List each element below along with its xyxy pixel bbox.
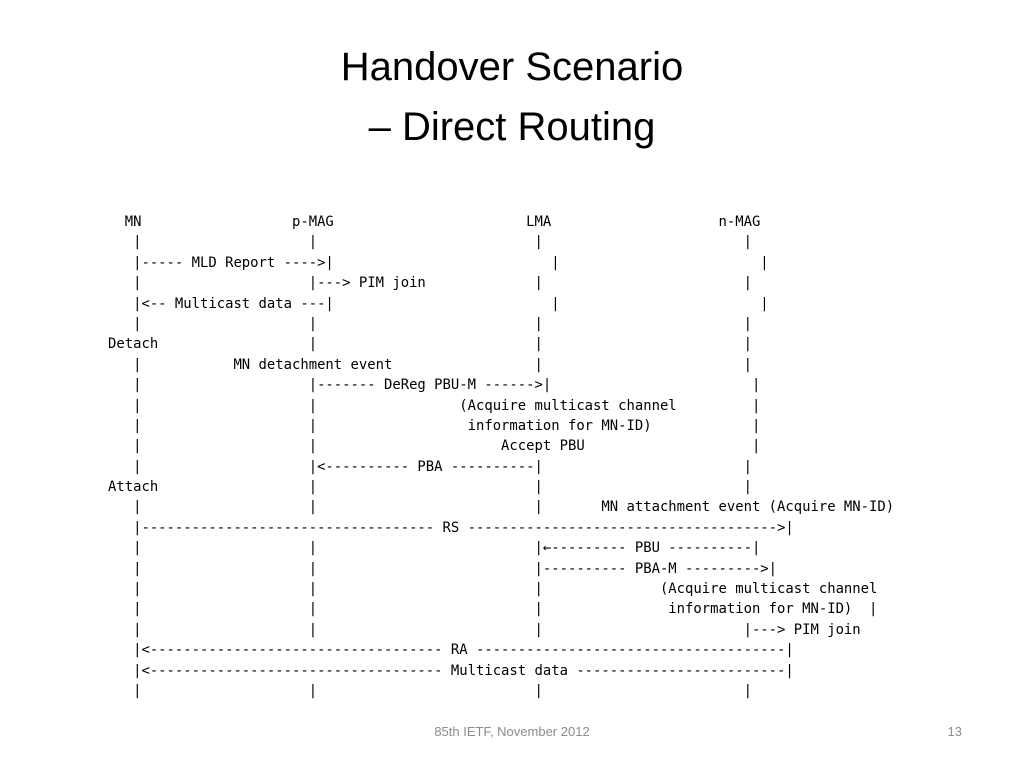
flow-line: | |---> PIM join | | xyxy=(108,275,752,292)
flow-line: Attach | | | xyxy=(108,479,752,496)
flow-line: | | | | xyxy=(108,234,752,251)
flow-line: | | | | xyxy=(108,682,752,699)
flow-line: | | |---------- PBA-M --------->| xyxy=(108,560,778,577)
flow-line: | | | | xyxy=(108,315,752,332)
flow-line: | |<---------- PBA ----------| | xyxy=(108,458,752,475)
flow-line: | | |←--------- PBU ----------| xyxy=(108,540,761,557)
flow-line: | | information for MN-ID) | xyxy=(108,417,761,434)
flow-line: | | (Acquire multicast channel | xyxy=(108,397,761,414)
slide-subtitle: – Direct Routing xyxy=(368,105,656,149)
flow-line: |<----------------------------------- RA… xyxy=(108,642,794,659)
flow-line: | | | MN attachment event (Acquire MN-ID… xyxy=(108,499,895,516)
footer-text: 85th IETF, November 2012 xyxy=(434,724,590,739)
flow-line: |----------------------------------- RS … xyxy=(108,519,794,536)
flow-line: MN p-MAG LMA n-MAG xyxy=(108,214,761,230)
flow-line: | | | (Acquire multicast channel xyxy=(108,581,878,598)
flow-line: | | | |---> PIM join xyxy=(108,621,861,638)
flow-line: | | | information for MN-ID) | xyxy=(108,601,878,618)
flow-line: Detach | | | xyxy=(108,336,752,353)
slide-title: Handover Scenario xyxy=(340,45,684,89)
flow-line: | MN detachment event | | xyxy=(108,356,752,373)
flow-line: | | Accept PBU | xyxy=(108,438,761,455)
message-flow-diagram: MN p-MAG LMA n-MAG | | | | |----- MLD Re… xyxy=(108,212,894,701)
flow-line: |<----------------------------------- Mu… xyxy=(108,662,794,679)
flow-line: | |------- DeReg PBU-M ------>| | xyxy=(108,377,761,394)
flow-line: |----- MLD Report ---->| | | xyxy=(108,254,769,271)
flow-line: |<-- Multicast data ---| | | xyxy=(108,295,769,312)
page-number: 13 xyxy=(947,724,962,739)
